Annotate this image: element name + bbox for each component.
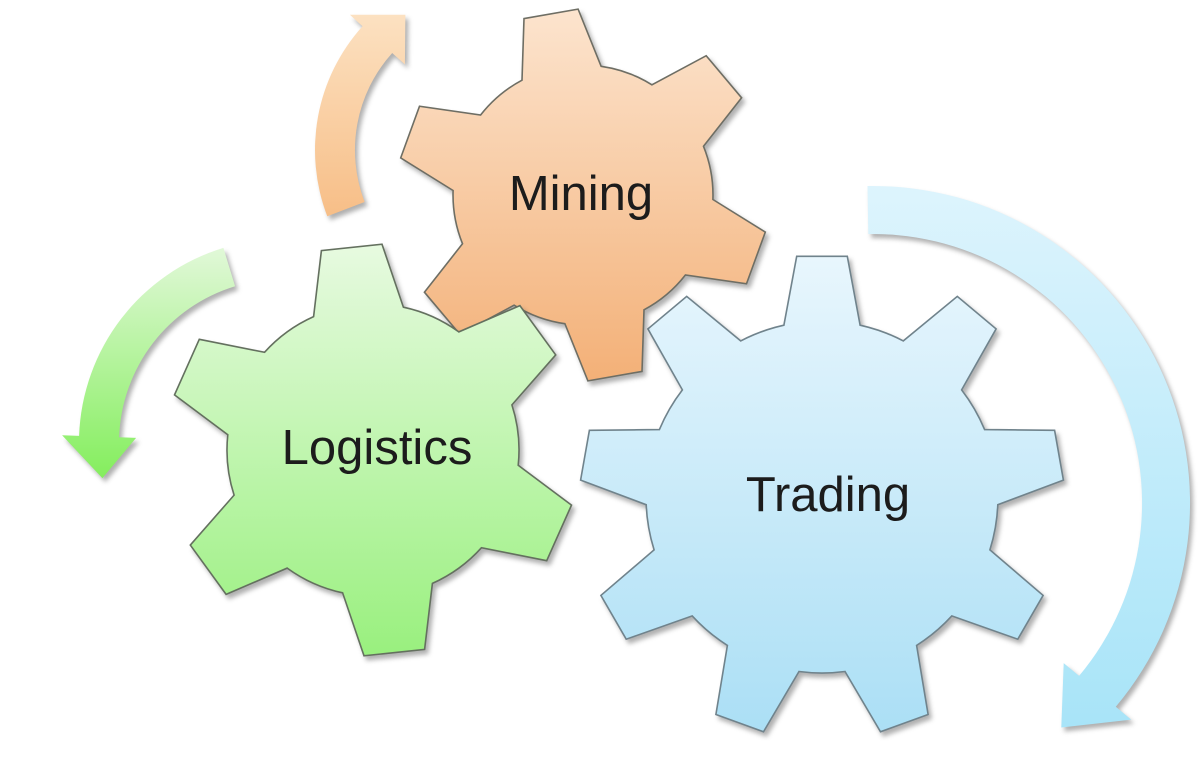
trading-cycle-arrow-shape [867, 185, 1191, 728]
gear-mining [399, 8, 767, 382]
logistics-cycle-arrow-shape [62, 247, 236, 479]
gear-trading-shape [579, 255, 1065, 733]
logistics-cycle-arrow [62, 247, 236, 479]
gear-label-mining: Mining [509, 167, 653, 221]
trading-cycle-arrow [867, 185, 1191, 728]
gear-logistics-shape [173, 243, 573, 657]
mining-cycle-arrow [314, 14, 406, 217]
gear-trading [579, 255, 1065, 733]
mining-cycle-arrow-shape [314, 14, 406, 217]
gear-logistics [173, 243, 573, 657]
gear-mining-shape [399, 8, 767, 382]
gear-label-logistics: Logistics [282, 421, 473, 475]
gear-label-trading: Trading [746, 468, 910, 522]
